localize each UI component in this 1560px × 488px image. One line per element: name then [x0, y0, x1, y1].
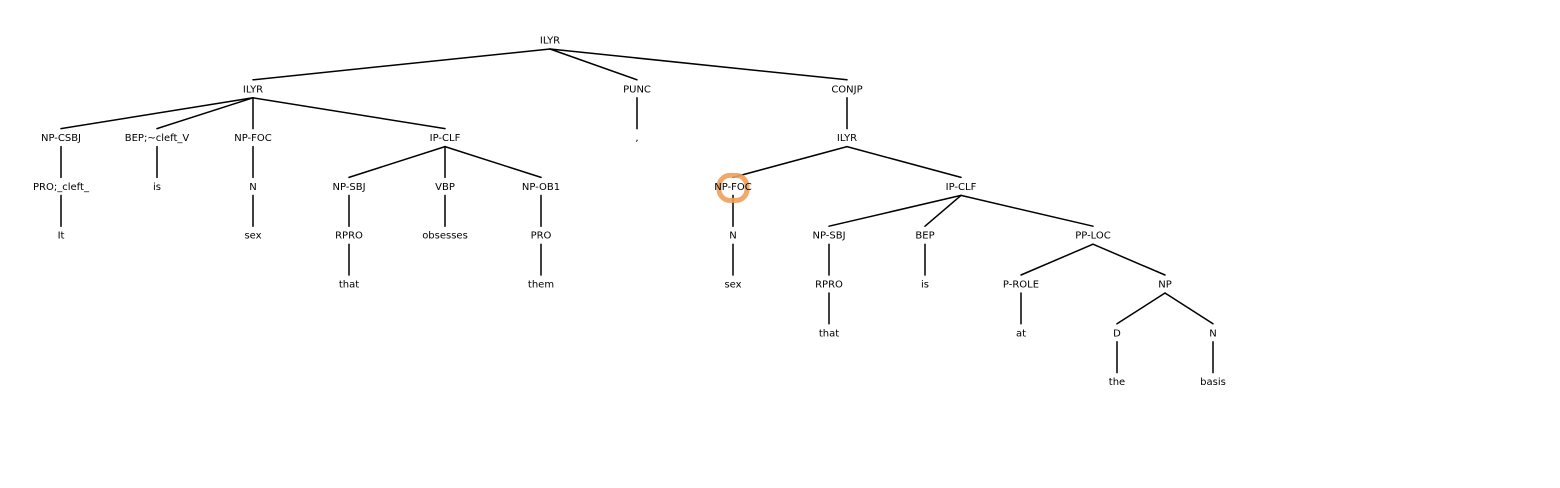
node-bep-cleft-v: BEP;~cleft_V [125, 133, 190, 144]
tree-edge [348, 145, 446, 179]
word-at: at [1016, 328, 1026, 339]
tree-edge [1164, 292, 1214, 325]
tree-edge [549, 48, 638, 81]
node-bep: BEP [915, 231, 934, 242]
node-n: N [729, 231, 736, 242]
node-np-csbj: NP-CSBJ [41, 133, 81, 144]
node-pp-loc: PP-LOC [1075, 231, 1111, 242]
node-punc: PUNC [623, 84, 651, 95]
node-np-foc: NP-FOC [234, 133, 272, 144]
node-n: N [249, 182, 256, 193]
node-np-sbj: NP-SBJ [812, 231, 845, 242]
tree-edge [444, 145, 542, 179]
tree-edge [1116, 292, 1166, 325]
node-np: NP [1158, 280, 1172, 291]
node-ip-clf: IP-CLF [430, 133, 461, 144]
tree-edge [924, 194, 962, 227]
node-pro-cleft: PRO;_cleft_ [33, 182, 90, 193]
tree-labels: ItPRO;_cleft_NP-CSBJisBEP;~cleft_VsexNNP… [33, 36, 1226, 389]
word-punct: , [635, 133, 638, 144]
tree-edge [549, 48, 848, 81]
word-that: that [339, 280, 359, 291]
tree-highlights [716, 172, 750, 203]
word-them: them [528, 280, 554, 291]
word-the: the [1109, 377, 1125, 388]
tree-edge [1020, 243, 1094, 276]
node-np-foc: NP-FOC [714, 182, 752, 193]
node-rpro: RPRO [815, 280, 843, 291]
word-that: that [819, 328, 839, 339]
node-p-role: P-ROLE [1003, 280, 1039, 291]
node-pro: PRO [531, 231, 552, 242]
node-ilyr: ILYR [243, 84, 263, 95]
node-np-ob1: NP-OB1 [522, 182, 560, 193]
word-it: It [58, 231, 65, 242]
word-obsesses: obsesses [422, 231, 468, 242]
tree-edge [156, 97, 254, 130]
node-ip-clf: IP-CLF [946, 182, 977, 193]
node-vbp: VBP [435, 182, 455, 193]
highlight-marker [716, 172, 750, 203]
node-n: N [1209, 328, 1216, 339]
tree-edge [732, 145, 848, 179]
node-conjp: CONJP [831, 84, 862, 95]
tree-edges [60, 48, 1214, 374]
word-sex: sex [244, 231, 261, 242]
tree-edge [1092, 243, 1166, 276]
tree-edge [960, 194, 1094, 227]
node-d: D [1113, 328, 1121, 339]
node-ilyr: ILYR [837, 133, 857, 144]
tree-edge [60, 97, 254, 130]
tree-edge [828, 194, 962, 227]
tree-edge [252, 97, 446, 130]
word-sex: sex [724, 280, 741, 291]
node-np-sbj: NP-SBJ [332, 182, 365, 193]
word-basis: basis [1200, 377, 1226, 388]
node-rpro: RPRO [335, 231, 363, 242]
word-is: is [153, 182, 161, 193]
node-ilyr: ILYR [540, 36, 560, 47]
tree-edge [252, 48, 551, 81]
tree-edge [846, 145, 962, 179]
word-is: is [921, 280, 929, 291]
